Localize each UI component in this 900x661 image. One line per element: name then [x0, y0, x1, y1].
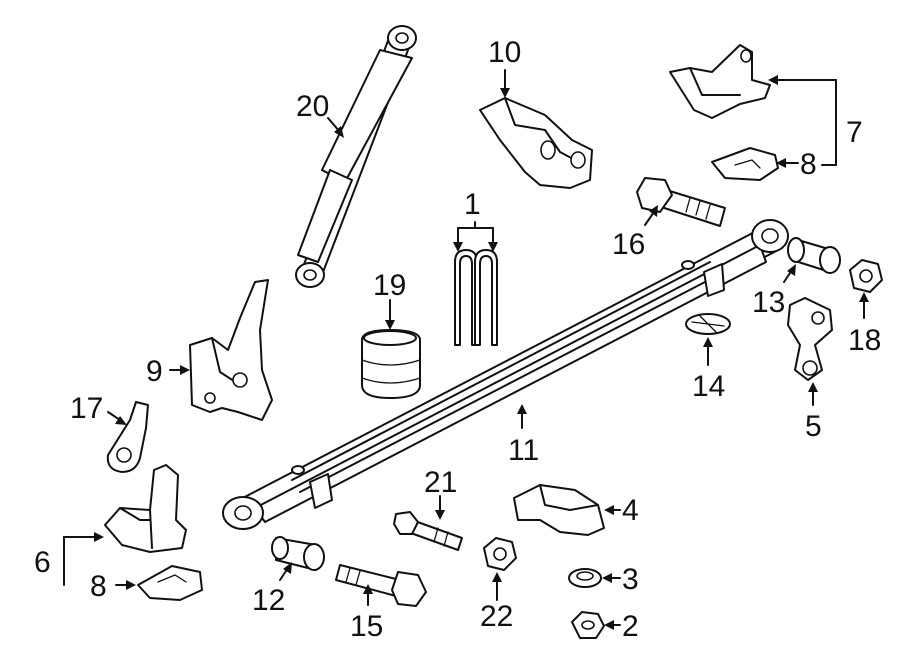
spring-shim-upper[interactable] — [711, 147, 779, 181]
front-hanger-bracket[interactable] — [189, 279, 273, 421]
spring-shim-lower[interactable] — [137, 565, 203, 601]
callout-8-lower: 8 — [90, 570, 107, 603]
callout-14: 14 — [692, 370, 725, 403]
jounce-bumper[interactable] — [361, 329, 421, 399]
shock-absorber[interactable] — [295, 25, 417, 288]
callout-6: 6 — [34, 546, 51, 579]
bracket-bolt[interactable] — [393, 511, 463, 551]
callout-10: 10 — [488, 36, 521, 69]
callout-19: 19 — [373, 269, 406, 302]
callout-15: 15 — [350, 610, 383, 643]
mounting-tab[interactable] — [106, 401, 149, 473]
callout-5: 5 — [805, 410, 822, 443]
spring-cap[interactable] — [685, 313, 731, 335]
leaf-spring[interactable] — [222, 219, 789, 530]
front-eye-bolt[interactable] — [335, 564, 427, 607]
callout-2: 2 — [622, 610, 639, 643]
callout-3: 3 — [622, 563, 639, 596]
flange-nut-front[interactable] — [483, 537, 517, 571]
callout-20: 20 — [296, 90, 329, 123]
spring-bushing-rear[interactable] — [787, 237, 841, 274]
callout-7: 7 — [846, 116, 863, 149]
callout-22: 22 — [480, 600, 513, 633]
flange-nut-rear[interactable] — [849, 259, 883, 293]
callout-21: 21 — [424, 466, 457, 499]
callout-4: 4 — [622, 494, 639, 527]
spring-plate[interactable] — [513, 484, 605, 536]
callout-labels: 1 2 3 4 5 6 7 8 8 9 10 11 12 13 14 15 16… — [34, 36, 881, 643]
spacer-washer[interactable] — [568, 568, 602, 588]
front-spring-bracket[interactable] — [104, 464, 187, 553]
callout-9: 9 — [146, 355, 163, 388]
callout-16: 16 — [612, 228, 645, 261]
callout-1: 1 — [464, 188, 481, 221]
hanger-bracket-rear[interactable] — [669, 44, 771, 119]
frame-bracket-upper[interactable] — [479, 97, 593, 189]
spring-shackle[interactable] — [787, 297, 833, 381]
spring-bushing-front[interactable] — [271, 536, 325, 571]
callout-12: 12 — [252, 584, 285, 617]
callout-18: 18 — [848, 324, 881, 357]
u-bolt[interactable] — [454, 249, 498, 346]
hex-nut[interactable] — [571, 611, 605, 639]
shackle-bolt[interactable] — [636, 177, 726, 227]
callout-11: 11 — [508, 434, 539, 467]
callout-leaders — [63, 69, 869, 630]
callout-8-upper: 8 — [800, 148, 817, 181]
callout-13: 13 — [752, 286, 785, 319]
callout-17: 17 — [70, 392, 103, 425]
